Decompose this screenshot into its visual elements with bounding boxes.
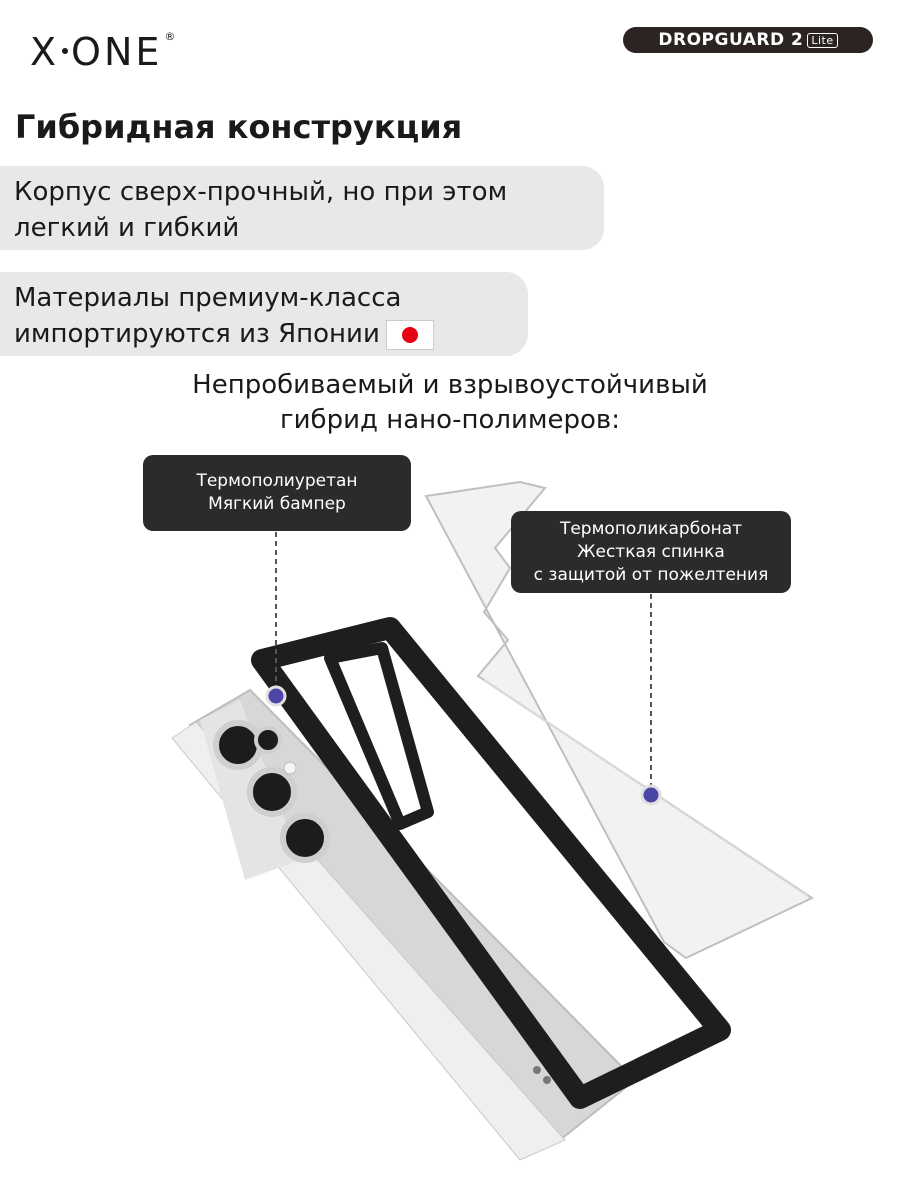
feature-text-line: Корпус сверх-прочный, но при этом [14,177,508,207]
feature-pill-strength: Корпус сверх-прочный, но при этом легкий… [0,166,604,250]
logo-text-right: ONE [71,30,163,74]
callout-label-pc: Термополикарбонат Жесткая спинка с защит… [511,511,791,593]
camera-lens-icon [247,767,297,817]
callout-marker-icon [640,784,662,806]
page-title: Гибридная конструкция [15,108,463,146]
logo-text-left: X [30,30,60,74]
soft-bumper [251,617,731,1109]
camera-flash-icon [283,761,297,775]
camera-lens-icon [280,813,330,863]
feature-text-line: Материалы премиум-класса [14,283,402,313]
subtitle-line: Непробиваемый и взрывоустойчивый [192,370,708,400]
logo-dot [62,47,69,54]
feature-text-line: импортируются из Японии [14,319,380,349]
section-subtitle: Непробиваемый и взрывоустойчивый гибрид … [0,368,900,438]
badge-variant: Lite [807,32,838,48]
feature-pill-materials: Материалы премиум-класса импортируются и… [0,272,528,356]
callout-text-line: Жесткая спинка [577,541,725,562]
callout-marker-icon [265,685,287,707]
callout-text-line: Мягкий бампер [208,494,346,514]
callout-text-line: Термополиуретан [196,471,358,491]
callout-text-line: Термополикарбонат [559,518,743,539]
badge-name: DROPGUARD 2 [658,30,804,50]
callout-text-line: с защитой от пожелтения [533,564,769,585]
product-badge: DROPGUARD 2 Lite [623,27,873,53]
camera-lens-icon [254,726,282,754]
subtitle-line: гибрид нано-полимеров: [280,405,620,435]
camera-lens-icon [213,720,263,770]
japan-flag-icon [385,319,434,350]
callout-label-tpu: Термополиуретан Мягкий бампер [143,455,411,531]
logo-registered-mark: ® [164,30,179,43]
feature-text-line: легкий и гибкий [14,213,240,243]
